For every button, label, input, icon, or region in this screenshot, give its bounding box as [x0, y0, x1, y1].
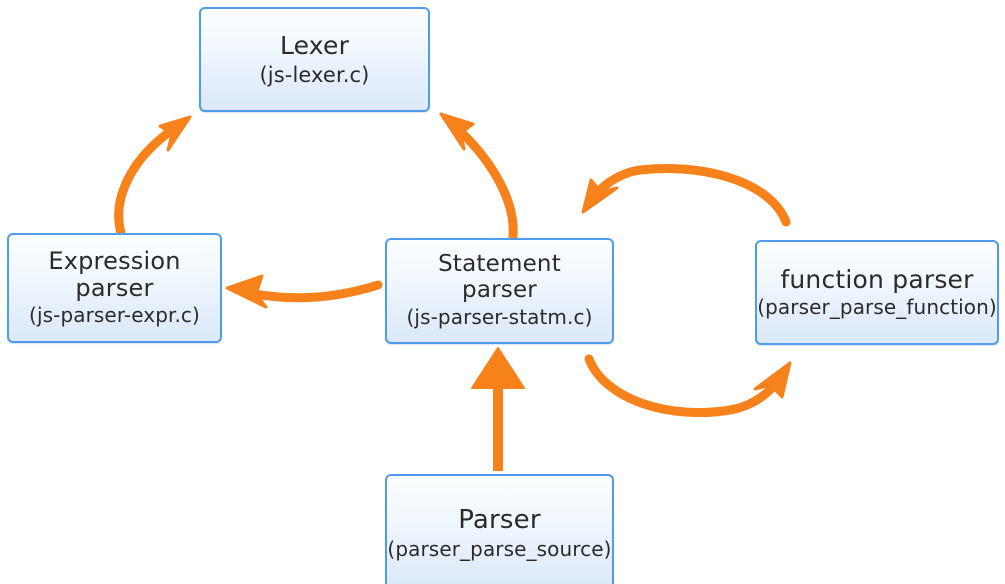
- node-function-parser[interactable]: function parser (parser_parse_function): [755, 240, 999, 345]
- node-expression-parser[interactable]: Expression parser (js-parser-expr.c): [7, 233, 222, 343]
- node-parser-title: Parser: [458, 504, 541, 535]
- node-parser-subtitle: (parser_parse_source): [387, 536, 612, 561]
- node-expression-parser-title-line1: Expression: [48, 247, 181, 276]
- node-statement-parser[interactable]: Statement parser (js-parser-statm.c): [385, 238, 614, 344]
- node-function-parser-subtitle: (parser_parse_function): [757, 295, 997, 320]
- edge-function-to-statement: [581, 163, 791, 227]
- node-statement-parser-title-line2: parser: [462, 277, 537, 304]
- edge-expression-to-lexer: [114, 115, 192, 238]
- node-lexer-subtitle: (js-lexer.c): [259, 62, 370, 87]
- node-lexer[interactable]: Lexer (js-lexer.c): [199, 7, 430, 112]
- node-expression-parser-title-line2: parser: [75, 274, 154, 303]
- node-expression-parser-subtitle: (js-parser-expr.c): [29, 303, 200, 328]
- edge-statement-to-function: [584, 354, 792, 417]
- node-lexer-title: Lexer: [279, 31, 350, 61]
- edge-statement-to-expression: [225, 274, 383, 309]
- node-statement-parser-subtitle: (js-parser-statm.c): [406, 304, 593, 329]
- edge-parser-to-statement: [471, 347, 525, 471]
- node-parser[interactable]: Parser (parser_parse_source): [385, 474, 614, 584]
- edge-statement-to-lexer: [439, 112, 518, 242]
- node-function-parser-title: function parser: [780, 264, 974, 294]
- node-statement-parser-title-line1: Statement: [438, 251, 561, 278]
